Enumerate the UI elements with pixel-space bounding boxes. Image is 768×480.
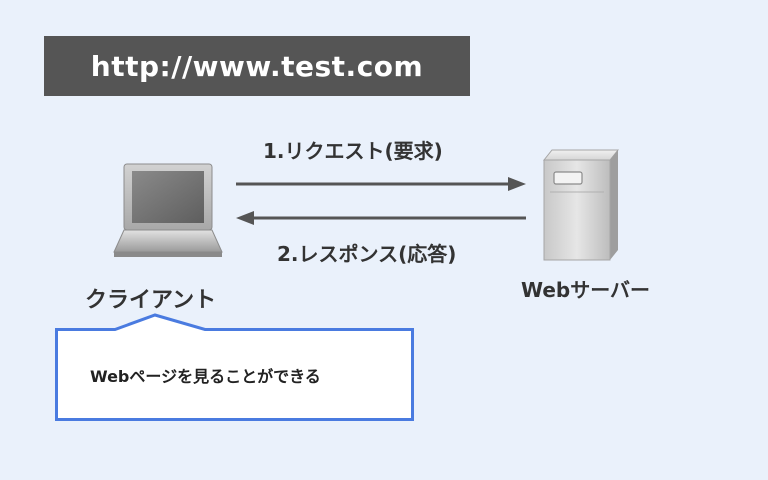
response-arrow <box>236 211 526 225</box>
server-label: Webサーバー <box>521 278 651 302</box>
response-label: 2.レスポンス(応答) <box>277 242 457 266</box>
speech-bubble <box>55 313 414 421</box>
bubble-text: Webページを見ることができる <box>90 367 321 386</box>
url-text: http://www.test.com <box>90 49 424 83</box>
client-label: クライアント <box>85 288 217 313</box>
url-banner: http://www.test.com <box>44 36 470 96</box>
request-label: 1.リクエスト(要求) <box>263 139 443 163</box>
server-icon <box>542 149 620 261</box>
laptop-icon <box>113 163 223 257</box>
request-arrow <box>236 177 526 191</box>
